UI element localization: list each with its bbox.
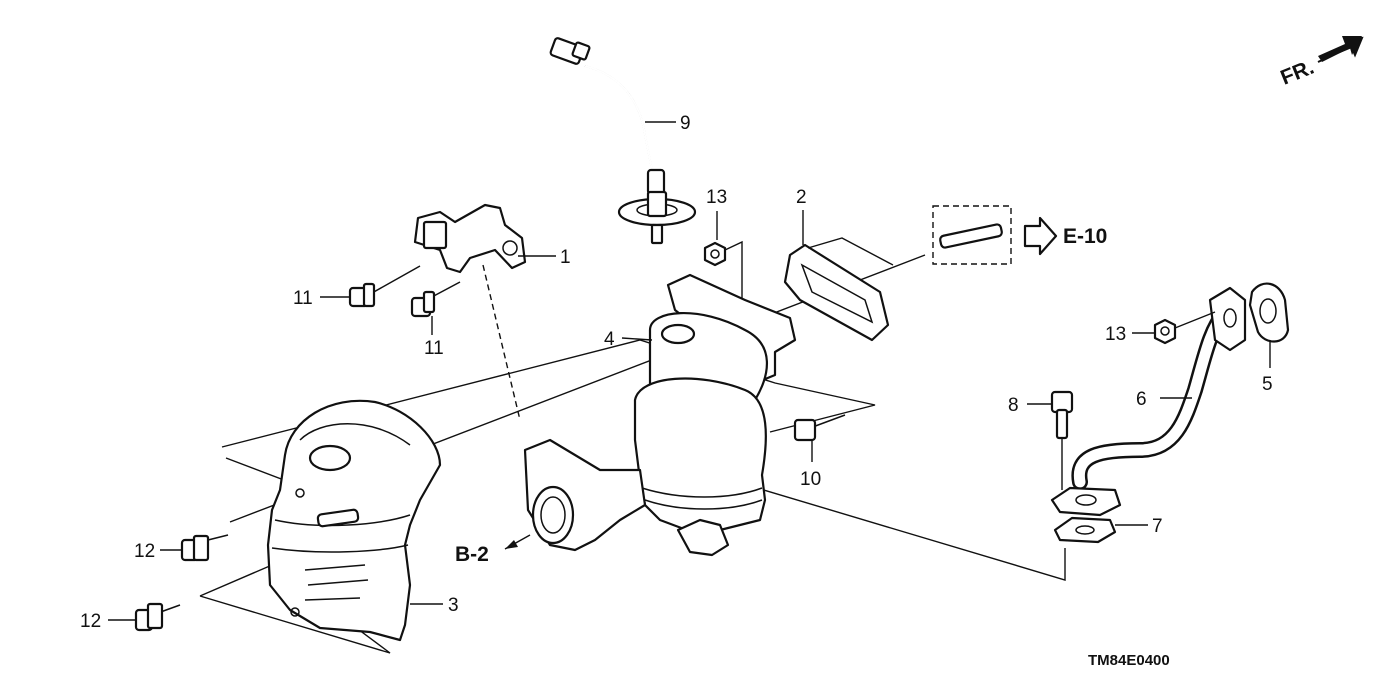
bolt-12-upper[interactable] [180,534,229,562]
callout-5: 5 [1262,374,1273,395]
catalytic-converter[interactable] [523,273,797,557]
nut-13-upper-alignment [724,240,743,318]
assembly-line-heat-shield [221,339,876,448]
bolt-8[interactable] [1050,390,1074,440]
callout-6: 6 [1136,389,1147,410]
ref-e10: E-10 [1063,225,1107,248]
callout-13-lower: 13 [1105,324,1126,345]
front-arrow-fill [1318,36,1362,62]
callout-8: 8 [1008,395,1019,416]
gasket-alignment [807,237,894,266]
ref-b2: B-2 [455,543,489,566]
stud-detail-box [932,205,1012,265]
diagram-code: TM84E0400 [1088,652,1170,669]
sensor-bracket[interactable] [413,203,527,274]
assembly-line-lower [679,464,1066,581]
callout-11-upper: 11 [293,288,313,309]
flange-gasket[interactable] [783,243,890,342]
e10-arrow-icon [1023,216,1058,256]
b2-arrow-icon [505,540,518,549]
callout-1: 1 [560,247,571,268]
bolt-11-upper[interactable] [348,265,421,308]
pipe-gasket-upper[interactable] [1248,282,1290,343]
callout-12-upper: 12 [134,541,155,562]
bolt-12-lower[interactable] [134,602,181,632]
bolt-10[interactable] [793,414,846,442]
callout-9: 9 [680,113,691,134]
pipe-gasket-lower[interactable] [1053,516,1117,544]
bolt-11-lower[interactable] [410,281,461,318]
callout-4: 4 [604,329,615,350]
heat-shield[interactable] [266,399,442,642]
front-direction-indicator: FR. [1277,36,1364,90]
nut-13-lower-alignment [1174,311,1216,329]
stud-bolt[interactable] [939,223,1003,249]
oxygen-sensor[interactable] [549,37,697,245]
callout-2: 2 [796,187,807,208]
callout-12-lower: 12 [80,611,101,632]
callout-3: 3 [448,595,459,616]
egr-pipe[interactable] [1050,286,1247,517]
callout-11-lower: 11 [424,338,444,359]
direction-label: FR. [1277,56,1317,90]
callout-10: 10 [800,469,821,490]
callout-7: 7 [1152,516,1163,537]
nut-13-lower[interactable] [1153,318,1177,345]
nut-13-upper[interactable] [703,241,727,267]
callout-13-upper: 13 [706,187,727,208]
bracket-alignment-line [482,264,521,421]
leader-4 [621,337,653,341]
